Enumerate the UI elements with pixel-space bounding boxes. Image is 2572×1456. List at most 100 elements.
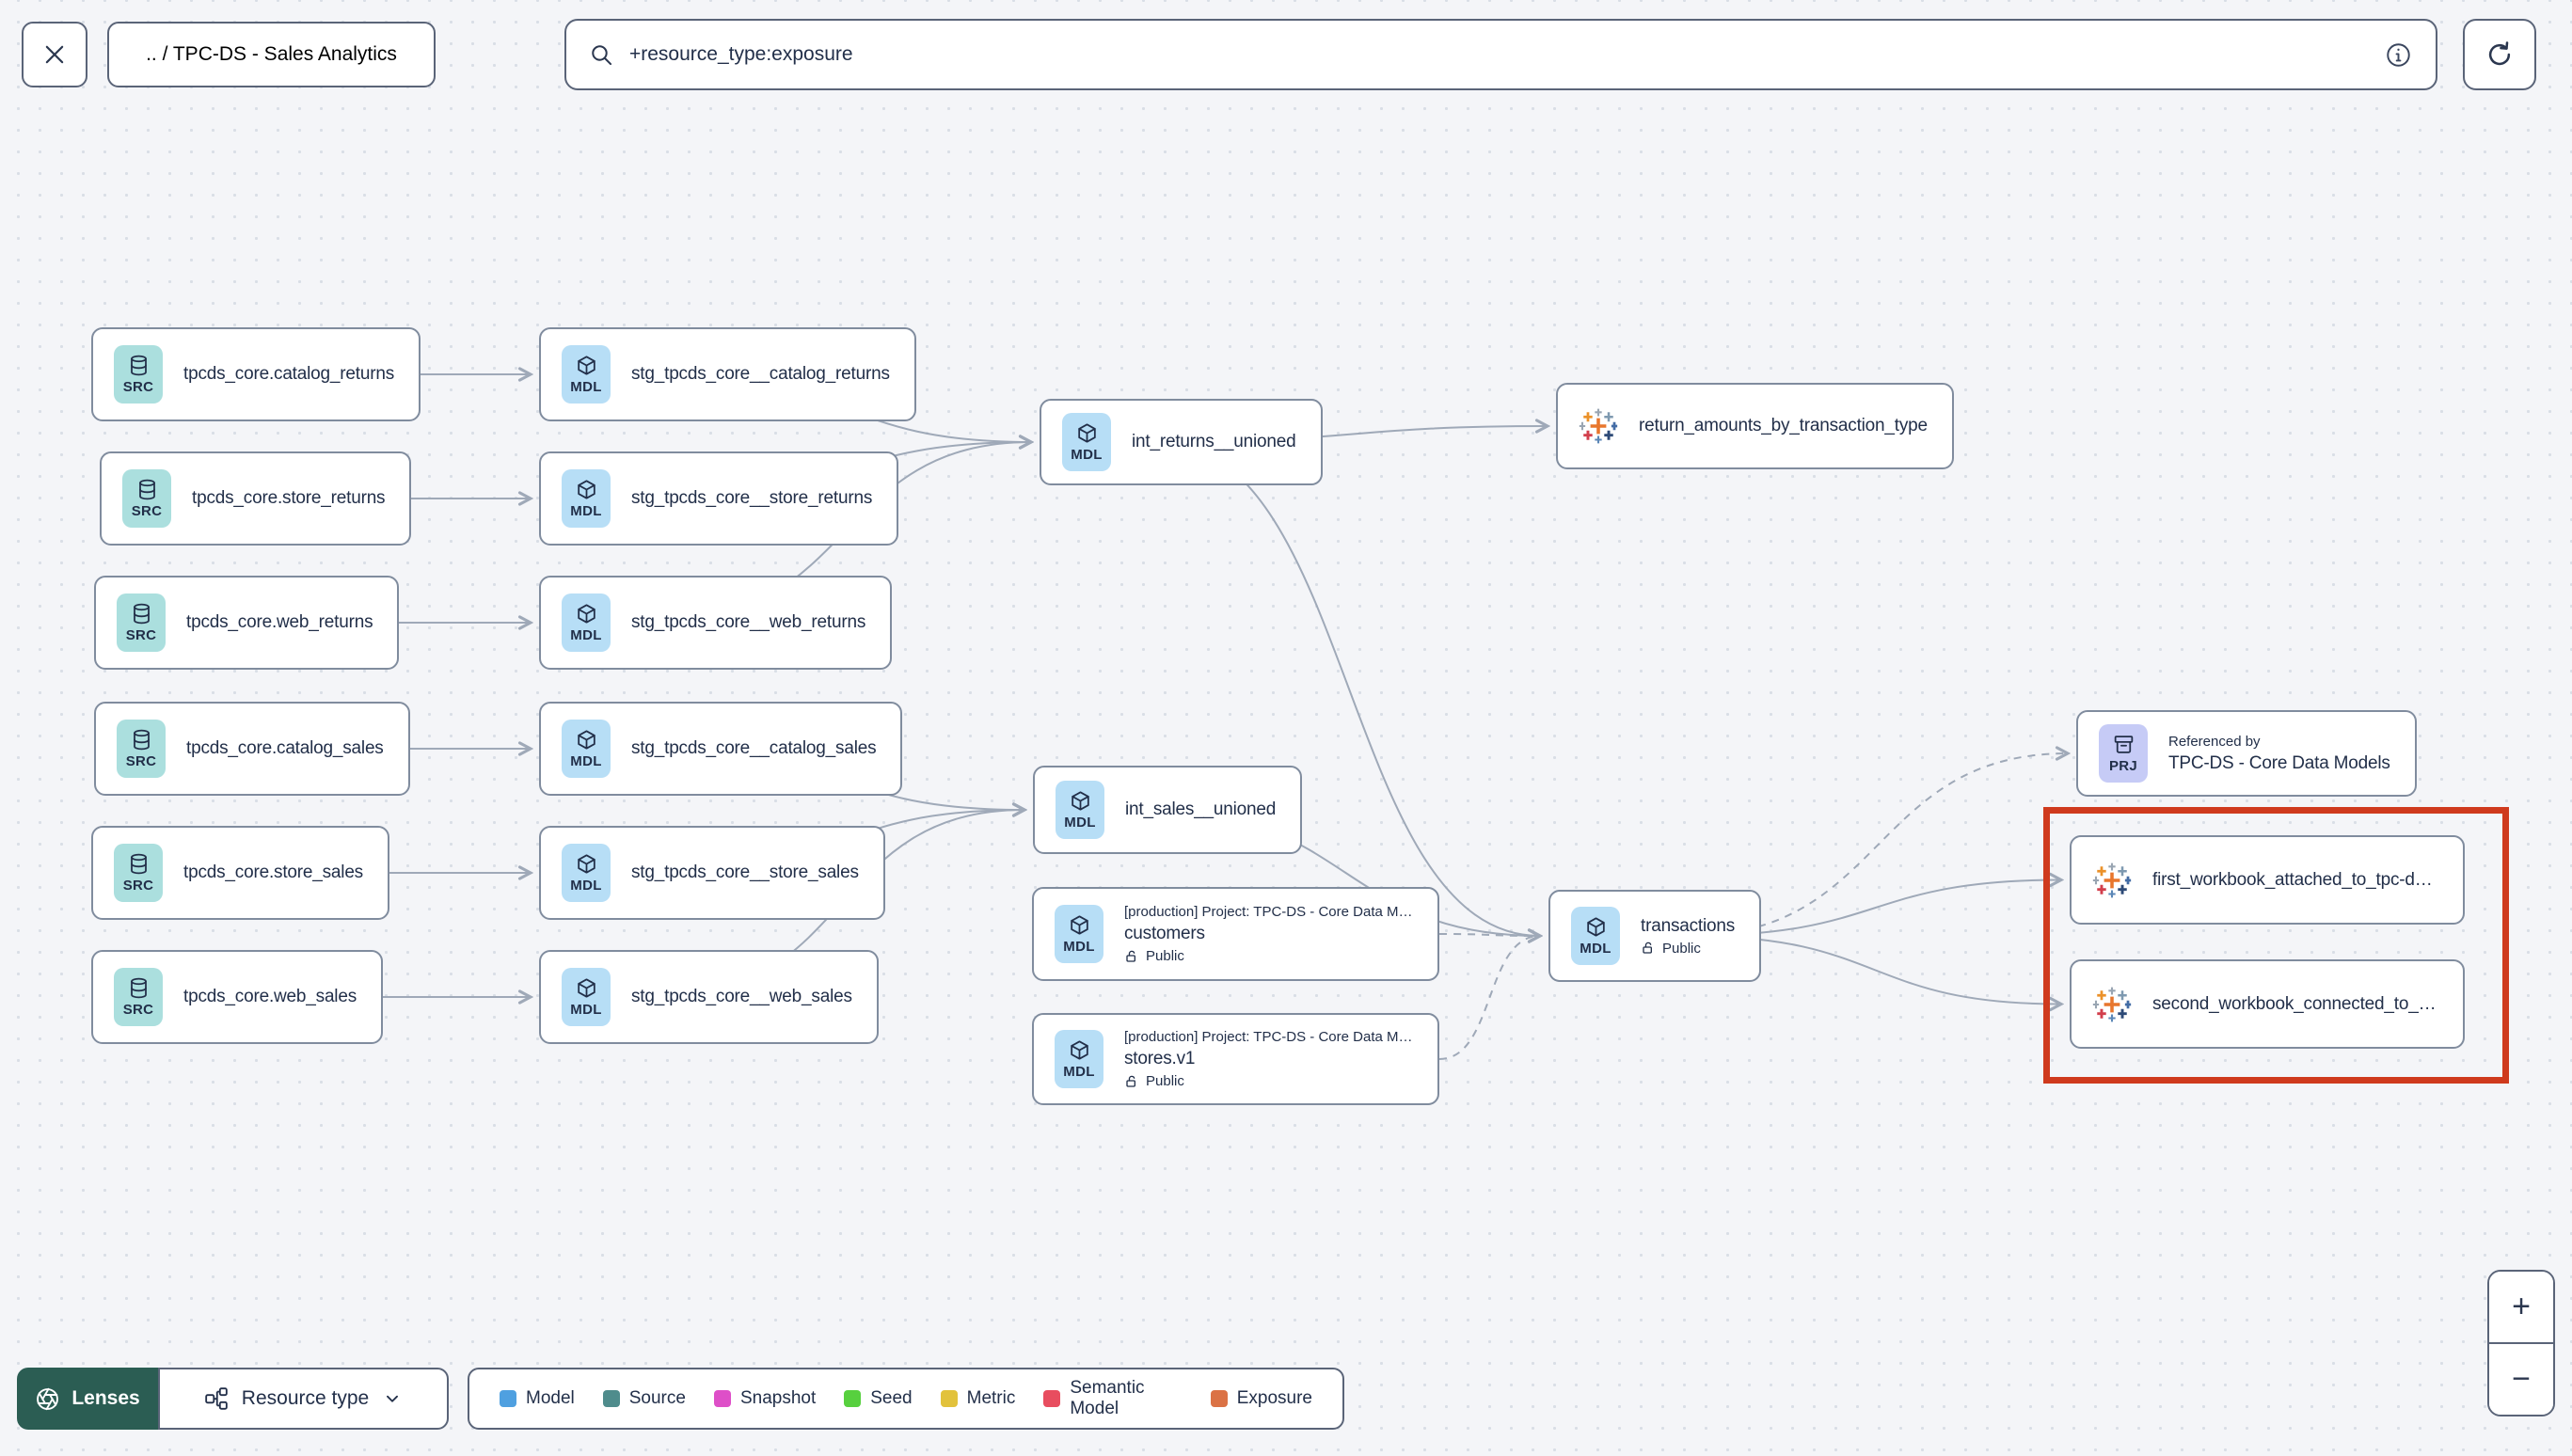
source-type-chip: SRC	[117, 593, 166, 652]
graph-node-customers[interactable]: MDL[production] Project: TPC-DS - Core D…	[1032, 887, 1439, 981]
lenses-button[interactable]: Lenses	[17, 1368, 158, 1430]
zoom-in-button[interactable]: +	[2489, 1272, 2553, 1344]
node-label: tpcds_core.store_sales	[183, 863, 363, 882]
model-type-chip: MDL	[1571, 907, 1620, 965]
access-badge-label: Public	[1662, 940, 1701, 957]
node-type-label: SRC	[122, 878, 154, 894]
node-type-label: MDL	[570, 1002, 602, 1018]
model-type-chip: MDL	[562, 844, 611, 902]
graph-node-stg_web_returns[interactable]: MDL stg_tpcds_core__web_returns	[539, 576, 893, 670]
node-type-label: MDL	[570, 878, 602, 894]
zoom-out-button[interactable]: −	[2489, 1344, 2553, 1415]
node-type-label: SRC	[125, 627, 157, 643]
model-type-chip: MDL	[1062, 413, 1111, 471]
aperture-icon	[35, 1386, 60, 1412]
legend-item-snapshot: Snapshot	[713, 1388, 816, 1409]
cube-icon	[575, 852, 598, 876]
graph-node-stores[interactable]: MDL [production] Project: TPC-DS - Core D…	[1032, 1013, 1439, 1105]
legend-color-chip	[844, 1390, 862, 1407]
legend-color-chip	[713, 1390, 731, 1407]
node-label: first_workbook_attached_to_tpc-ds_-_…	[2152, 869, 2438, 890]
graph-node-stg_catalog_returns[interactable]: MDL stg_tpcds_core__catalog_returns	[539, 327, 916, 421]
resource-type-dropdown[interactable]: Resource type	[158, 1368, 449, 1430]
refresh-button[interactable]	[2463, 19, 2536, 90]
lock-open-icon	[1124, 1074, 1139, 1089]
graph-node-exp_return_amounts[interactable]: return_amounts_by_transaction_type	[1556, 383, 1954, 469]
node-type-label: SRC	[122, 379, 154, 395]
cube-icon	[575, 728, 598, 752]
node-context-header: [production] Project: TPC-DS - Core Data…	[1124, 1029, 1413, 1045]
graph-node-exp_second[interactable]: second_workbook_connected_to_live…	[2070, 959, 2465, 1049]
node-label: transactions	[1641, 915, 1736, 936]
node-label: tpcds_core.store_returns	[192, 488, 386, 508]
cube-icon	[1068, 1038, 1091, 1062]
model-type-chip: MDL	[1056, 781, 1104, 839]
legend-label: Model	[526, 1388, 575, 1408]
node-label: stg_tpcds_core__store_sales	[631, 863, 859, 882]
edge-customers-to-transactions	[1438, 934, 1540, 936]
graph-node-src_web_sales[interactable]: SRC tpcds_core.web_sales	[91, 950, 383, 1044]
node-type-label: MDL	[1063, 939, 1095, 955]
close-button[interactable]	[22, 22, 87, 87]
legend-label: Exposure	[1236, 1388, 1312, 1408]
node-label: stg_tpcds_core__store_returns	[631, 488, 873, 508]
model-type-chip: MDL	[1055, 905, 1103, 963]
node-label: int_sales__unioned	[1125, 799, 1277, 819]
graph-node-int_sales[interactable]: MDL int_sales__unioned	[1033, 766, 1303, 854]
legend-color-chip	[602, 1390, 620, 1407]
database-icon	[135, 478, 159, 501]
node-label: stg_tpcds_core__catalog_returns	[631, 364, 890, 384]
cube-icon	[575, 354, 598, 377]
edge-stores-to-transactions	[1438, 936, 1540, 1060]
node-label: tpcds_core.web_sales	[183, 987, 357, 1006]
cube-icon	[575, 478, 598, 501]
lock-open-icon	[1641, 941, 1656, 956]
node-type-label: MDL	[570, 753, 602, 769]
graph-node-src_store_sales[interactable]: SRC tpcds_core.store_sales	[91, 826, 389, 920]
node-label: tpcds_core.catalog_sales	[186, 738, 384, 758]
node-label: TPC-DS - Core Data Models	[2168, 752, 2390, 773]
legend-item-metric: Metric	[940, 1388, 1015, 1409]
node-type-label: MDL	[1064, 815, 1096, 831]
rotate-clockwise-icon	[2485, 40, 2515, 70]
legend-label: Source	[628, 1388, 686, 1408]
breadcrumb[interactable]: .. / TPC-DS - Sales Analytics	[107, 22, 436, 87]
graph-node-exp_first[interactable]: first_workbook_attached_to_tpc-ds_-_…	[2070, 835, 2465, 925]
access-badge: Public	[1641, 941, 1735, 957]
info-circle-icon[interactable]	[2384, 40, 2413, 70]
legend-item-semantic-model: Semantic Model	[1043, 1378, 1182, 1419]
search-input[interactable]	[629, 43, 2369, 66]
graph-node-src_store_returns[interactable]: SRC tpcds_core.store_returns	[100, 451, 412, 546]
database-icon	[130, 728, 153, 752]
legend-label: Semantic Model	[1070, 1378, 1145, 1418]
legend-item-seed: Seed	[844, 1388, 913, 1409]
resource-type-label: Resource type	[241, 1387, 370, 1409]
database-icon	[127, 852, 151, 876]
model-type-chip: MDL	[1055, 1030, 1103, 1088]
resource-type-legend: Model Source Snapshot Seed Metric Semantic Mo…	[468, 1368, 1344, 1430]
legend-color-chip	[1210, 1390, 1228, 1407]
graph-node-src_catalog_returns[interactable]: SRC tpcds_core.catalog_returns	[91, 327, 421, 421]
node-type-label: MDL	[570, 379, 602, 395]
source-type-chip: SRC	[114, 968, 163, 1026]
cube-icon	[1075, 421, 1099, 445]
graph-node-int_returns[interactable]: MDL int_returns__unioned	[1040, 399, 1323, 485]
node-label: int_returns__unioned	[1132, 432, 1296, 451]
cube-icon	[575, 602, 598, 625]
node-type-label: SRC	[125, 753, 157, 769]
node-label: stg_tpcds_core__web_returns	[631, 612, 866, 632]
node-label: tpcds_core.catalog_returns	[183, 364, 394, 384]
node-type-label: MDL	[570, 627, 602, 643]
graph-node-stg_store_sales[interactable]: MDL stg_tpcds_core__store_sales	[539, 826, 885, 920]
node-type-label: MDL	[1071, 447, 1103, 463]
node-type-label: SRC	[131, 503, 163, 519]
breadcrumb-label: .. / TPC-DS - Sales Analytics	[146, 43, 397, 65]
graph-node-src_catalog_sales[interactable]: SRC tpcds_core.catalog_sales	[94, 702, 410, 796]
